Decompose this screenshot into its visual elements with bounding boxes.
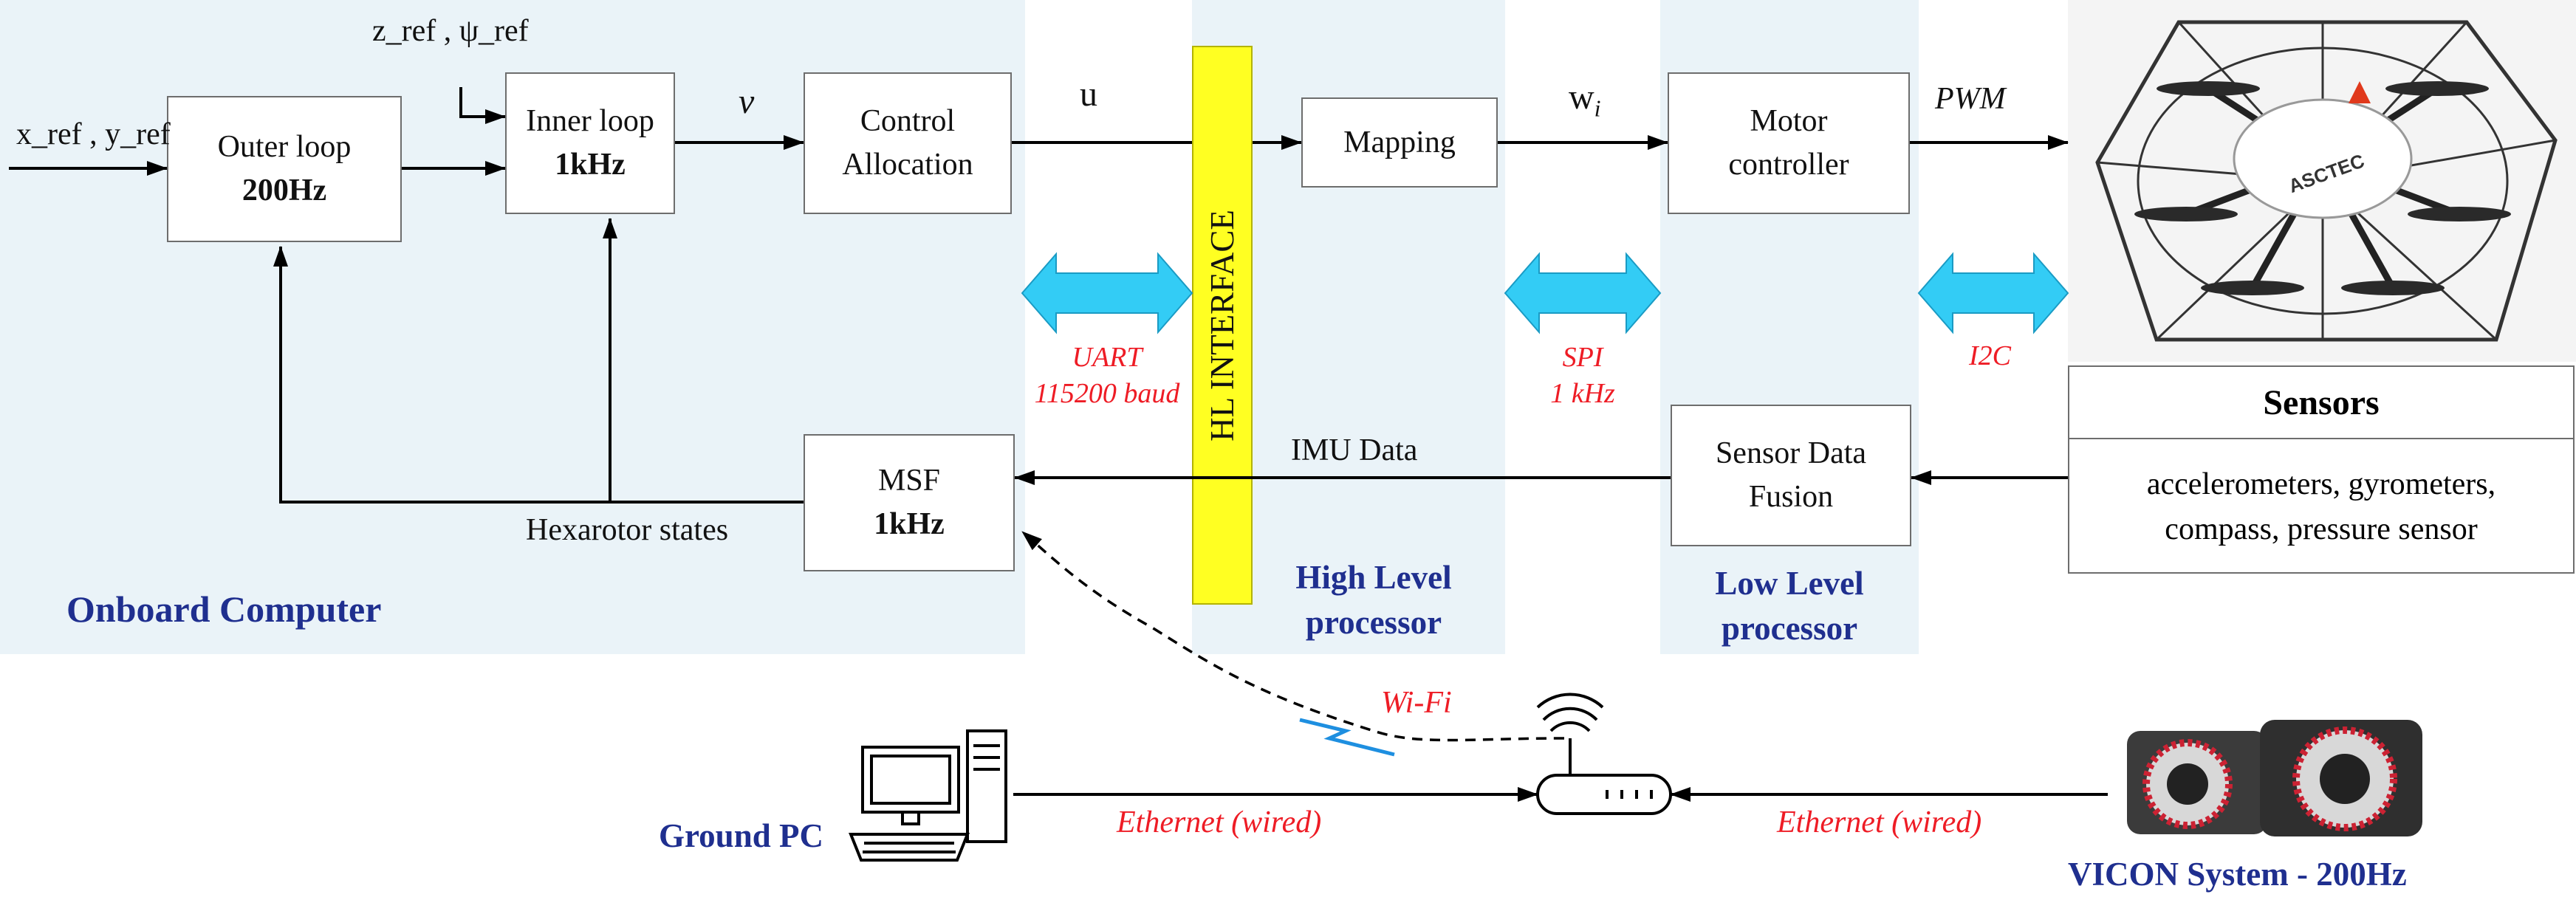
- vicon-ethernet-label: Ethernet (wired): [1777, 805, 1982, 839]
- sensor-data-fusion-block: Sensor Data Fusion: [1671, 405, 1911, 546]
- sensors-title: Sensors: [2069, 367, 2573, 439]
- hl-interface-bar: HL INTERFACE: [1192, 46, 1253, 605]
- mapping-block: Mapping: [1301, 97, 1498, 188]
- control-allocation-block: Control Allocation: [804, 72, 1012, 214]
- spi-label: SPI 1 kHz: [1505, 340, 1660, 413]
- imu-data-label: IMU Data: [1291, 433, 1418, 467]
- uart-double-arrow: [1021, 252, 1193, 334]
- zpsi-ref-arrow: [459, 87, 506, 124]
- mapping-label: Mapping: [1343, 125, 1456, 159]
- low-level-line2: processor: [1721, 609, 1858, 647]
- hexarotor-states-label: Hexarotor states: [526, 513, 729, 547]
- motor-controller-line1: Motor: [1750, 104, 1828, 139]
- outer-loop-rate: 200Hz: [242, 173, 327, 207]
- sensors-list-line1: accelerometers, gyrometers,: [2146, 467, 2496, 502]
- i2c-double-arrow: [1917, 252, 2069, 334]
- xy-ref-label: x_ref , y_ref: [16, 117, 171, 152]
- v-signal-label: v: [739, 82, 755, 121]
- spi-protocol: SPI: [1562, 342, 1603, 373]
- motor-controller-block: Motor controller: [1668, 72, 1910, 214]
- zpsi-ref-label: z_ref , ψ_ref: [372, 13, 529, 49]
- uart-protocol: UART: [1072, 342, 1143, 373]
- inner-loop-title: Inner loop: [526, 104, 654, 139]
- xy-ref-text: x_ref , y_ref: [16, 117, 171, 151]
- ground-pc-label: Ground PC: [659, 817, 823, 854]
- pwm-signal-label: PWM: [1935, 82, 2006, 116]
- i2c-label: I2C: [1969, 340, 2011, 371]
- vicon-camera-icon: [2127, 720, 2422, 836]
- spi-rate: 1 kHz: [1550, 378, 1615, 410]
- wifi-router-icon: [1536, 693, 1672, 815]
- low-level-processor-title: Low Level processor: [1660, 561, 1919, 651]
- sensors-list-line2: compass, pressure sensor: [2165, 512, 2478, 546]
- hexarotor-drone-image: ASCTEC: [2068, 0, 2576, 362]
- wifi-lightning-icon: [1299, 718, 1395, 757]
- w-signal-text: w: [1569, 78, 1594, 117]
- ground-pc-icon: [849, 729, 1007, 862]
- wifi-label: Wi-Fi: [1381, 686, 1452, 720]
- control-allocation-line1: Control: [860, 104, 956, 139]
- onboard-computer-title: Onboard Computer: [66, 588, 382, 630]
- control-allocation-line2: Allocation: [842, 148, 973, 182]
- outer-loop-title: Outer loop: [217, 130, 352, 165]
- msf-rate: 1kHz: [874, 507, 945, 541]
- u-signal-label: u: [1080, 75, 1097, 114]
- msf-block: MSF 1kHz: [804, 434, 1015, 571]
- uart-label: UART 115200 baud: [1022, 340, 1192, 413]
- sensors-panel: Sensors accelerometers, gyrometers, comp…: [2068, 365, 2575, 574]
- motor-controller-line2: controller: [1728, 148, 1849, 182]
- inner-loop-block: Inner loop 1kHz: [505, 72, 675, 214]
- inner-loop-rate: 1kHz: [555, 148, 626, 182]
- high-level-line1: High Level: [1295, 559, 1452, 596]
- wifi-dashed-link: [1021, 530, 1565, 742]
- msf-title: MSF: [877, 464, 941, 498]
- states-feedback-line: [273, 246, 804, 504]
- high-level-line2: processor: [1305, 603, 1442, 641]
- vicon-system-label: VICON System - 200Hz: [2068, 856, 2407, 893]
- uart-baud: 115200 baud: [1034, 378, 1180, 410]
- spi-double-arrow: [1504, 252, 1662, 334]
- high-level-processor-title: High Level processor: [1256, 555, 1492, 645]
- low-level-line1: Low Level: [1715, 565, 1864, 602]
- w-signal-subscript: i: [1594, 95, 1601, 122]
- zpsi-ref-text: z_ref , ψ_ref: [372, 14, 529, 48]
- ground-ethernet-label: Ethernet (wired): [1117, 805, 1322, 839]
- w-signal-label: wi: [1569, 77, 1601, 123]
- sensor-fusion-line2: Fusion: [1748, 480, 1834, 514]
- outer-loop-block: Outer loop 200Hz: [167, 96, 402, 242]
- sensor-fusion-line1: Sensor Data: [1715, 436, 1867, 471]
